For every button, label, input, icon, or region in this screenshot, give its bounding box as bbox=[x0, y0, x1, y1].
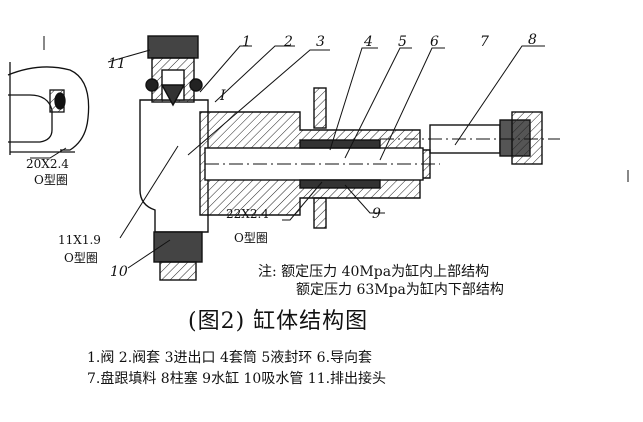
label-I: I bbox=[219, 88, 226, 104]
label-1: 1 bbox=[242, 34, 251, 50]
label-2: 2 bbox=[283, 34, 293, 50]
label-ring-11x1-9: 11X1.9 bbox=[58, 233, 101, 247]
detail-view-seal bbox=[7, 62, 90, 155]
label-8: 8 bbox=[528, 32, 537, 48]
label-oring-1: O型圈 bbox=[34, 173, 68, 187]
plunger bbox=[380, 111, 560, 165]
parts-legend-line-2: 7.盘跟填料 8柱塞 9水缸 10吸水管 11.排出接头 bbox=[87, 371, 387, 387]
note-line-2: 额定压力 63Mpa为缸内下部结构 bbox=[296, 282, 504, 298]
label-5: 5 bbox=[398, 34, 407, 50]
label-4: 4 bbox=[363, 34, 373, 50]
label-ring-22x2-4: 22X2.4 bbox=[226, 207, 269, 221]
label-oring-2: O型圈 bbox=[234, 231, 268, 245]
note-line-1: 注: 额定压力 40Mpa为缸内上部结构 bbox=[258, 264, 490, 280]
label-3: 3 bbox=[316, 34, 325, 50]
label-6: 6 bbox=[430, 34, 439, 50]
label-oring-3: O型圈 bbox=[64, 251, 98, 265]
label-ring-20x2-4: 20X2.4 bbox=[26, 157, 69, 171]
cylinder-block bbox=[199, 87, 440, 229]
parts-legend-line-1: 1.阀 2.阀套 3进出口 4套筒 5液封环 6.导向套 bbox=[87, 350, 373, 366]
label-10: 10 bbox=[110, 264, 128, 280]
label-11: 11 bbox=[108, 56, 126, 72]
valve-body bbox=[139, 35, 209, 281]
label-9: 9 bbox=[372, 206, 381, 222]
label-7: 7 bbox=[480, 34, 489, 50]
leader-lines bbox=[30, 45, 545, 269]
figure-title: (图2) 缸体结构图 bbox=[188, 309, 369, 334]
